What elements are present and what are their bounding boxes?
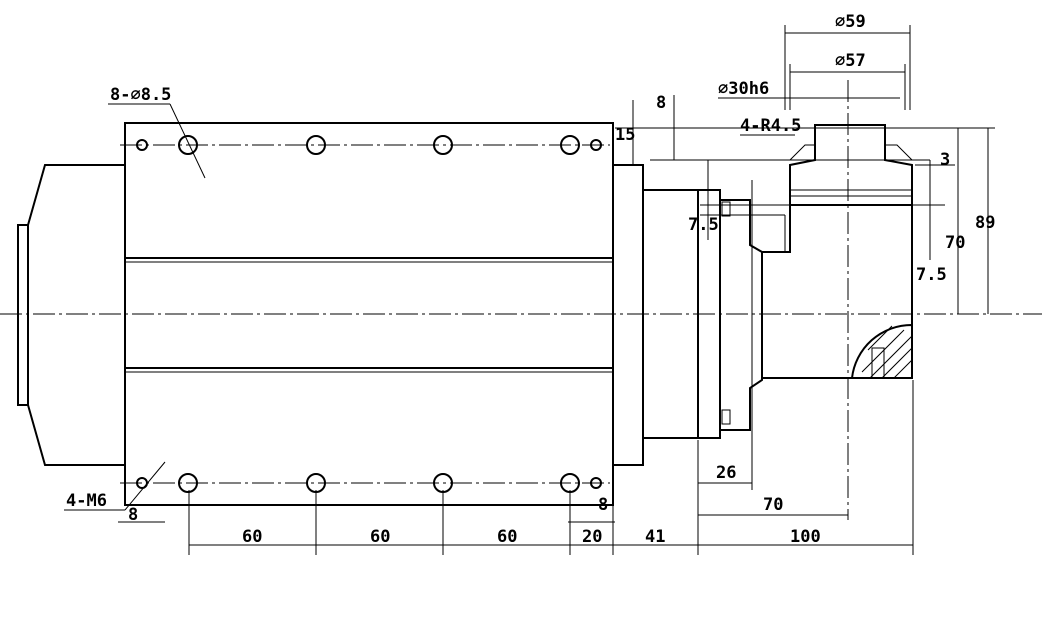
hole [306,135,326,155]
hole [433,135,453,155]
hole [590,139,602,151]
front-collar [612,164,644,466]
dimension-lines [64,25,995,555]
dim-60-a-label: 60 [242,527,262,547]
screw-top [721,201,731,217]
hole [136,139,148,151]
dim-70-horiz-label: 70 [763,495,783,515]
clamp-step-right [885,144,913,161]
dim-41-label: 41 [645,527,665,547]
screw-bottom [721,409,731,425]
rear-cap-plate [17,224,29,406]
dim-60-c-label: 60 [497,527,517,547]
dim-8-right-label: 8 [598,495,608,515]
section-screw [871,347,885,379]
section-hatching [861,325,913,379]
top-holes [136,135,602,155]
hole [178,135,198,155]
dim-d59-label: ⌀59 [835,12,866,32]
dim-8-top-label: 8 [656,93,666,113]
holes-large-label: 8-⌀8.5 [110,85,171,105]
section-cut [850,323,913,379]
clamp-nut [789,124,913,205]
bearing-housing [720,199,763,431]
dim-7-5-right-label: 7.5 [916,265,947,285]
dim-15-label: 15 [615,125,635,145]
dim-8-left-label: 8 [128,505,138,525]
flange-plate [697,189,721,439]
dim-7-5-left-label: 7.5 [688,215,719,235]
dim-radius-label: 4-R4.5 [740,116,801,136]
hole [178,473,198,493]
dim-100-label: 100 [790,527,821,547]
dim-89-label: 89 [975,213,995,233]
dim-d57-label: ⌀57 [835,51,866,71]
dim-60-b-label: 60 [370,527,390,547]
dim-d30h6-label: ⌀30h6 [718,79,769,99]
dim-20-label: 20 [582,527,602,547]
dim-70-vert-label: 70 [945,233,965,253]
hole [590,477,602,489]
dim-3-label: 3 [940,150,950,170]
dim-26-label: 26 [716,463,736,483]
tapped-holes-label: 4-M6 [66,491,107,511]
clamp-step-left [789,144,815,161]
hole [560,135,580,155]
rear-cap [27,164,125,466]
